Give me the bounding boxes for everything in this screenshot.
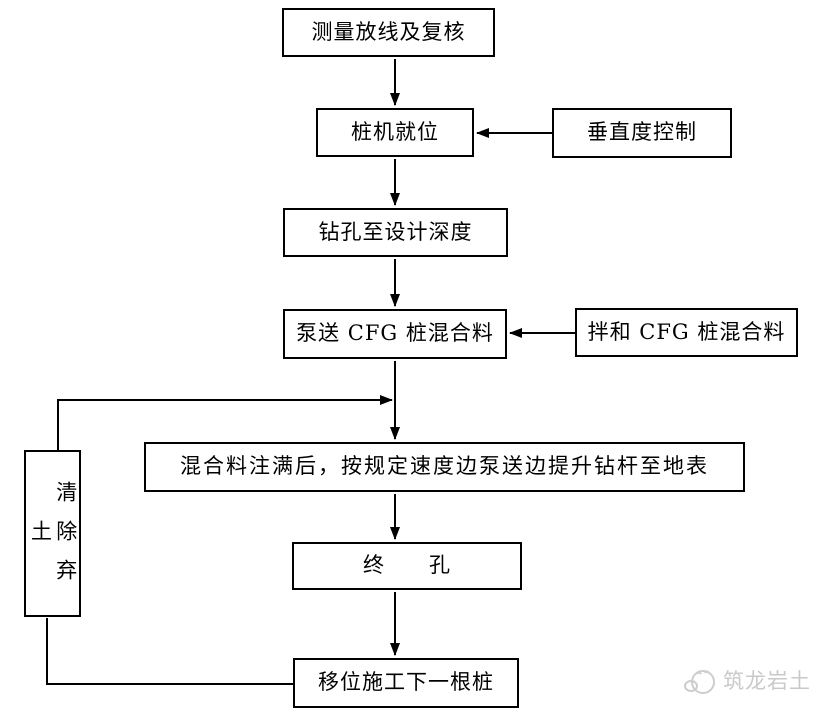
flowchart-box-final-hole: 终 孔 (292, 542, 522, 590)
connector-next-pile-to-clear-spoil (46, 618, 293, 685)
flowchart-box-mix-mixture: 拌和 CFG 桩混合料 (575, 308, 798, 357)
watermark: 筑龙岩土 (682, 662, 811, 698)
flowchart-box-survey: 测量放线及复核 (282, 8, 495, 57)
flowchart-box-pump-mixture: 泵送 CFG 桩混合料 (283, 309, 507, 359)
flowchart-box-drill-to-depth: 钻孔至设计深度 (283, 208, 508, 257)
flowchart-box-verticality-control: 垂直度控制 (552, 108, 732, 158)
flowchart-box-pile-in-place: 桩机就位 (316, 108, 474, 157)
zhulong-mascot-icon (684, 670, 715, 694)
connector-clear-spoil-to-main-line (57, 395, 393, 450)
flowchart-box-clear-spoil: 清除弃土 (24, 450, 81, 617)
flowchart-box-lift-drill-rod: 混合料注满后，按规定速度边泵送边提升钻杆至地表 (144, 442, 745, 492)
flowchart-box-move-next-pile: 移位施工下一根桩 (293, 658, 519, 708)
watermark-text: 筑龙岩土 (723, 669, 811, 693)
